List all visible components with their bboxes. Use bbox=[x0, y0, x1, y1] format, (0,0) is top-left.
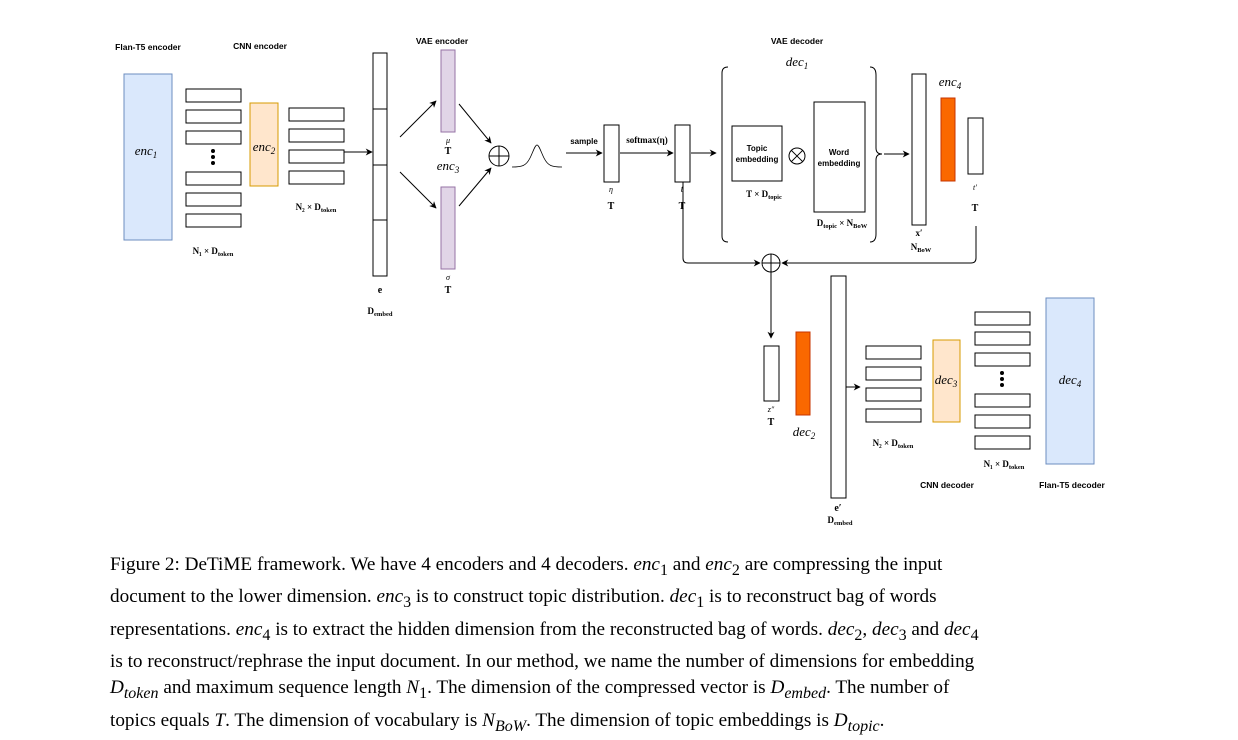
multiply-operator-icon bbox=[788, 147, 806, 165]
label-dtopic-nbow: D bbox=[817, 218, 824, 228]
topic-embedding-block bbox=[731, 125, 783, 182]
svg-text:T × Dtopic: T × Dtopic bbox=[746, 189, 782, 201]
topic-embedding-label-1: Topic bbox=[747, 144, 768, 153]
svg-text:N₂ × Dtoken: N₂ × Dtoken bbox=[873, 438, 914, 450]
label-e: e bbox=[378, 285, 383, 296]
word-embedding-label-2: embedding bbox=[818, 159, 861, 168]
svg-text:NBoW: NBoW bbox=[911, 242, 932, 254]
dec4-label: dec bbox=[1059, 372, 1077, 387]
label-t-t: T bbox=[679, 201, 686, 212]
label-sigma-t: T bbox=[445, 285, 452, 296]
svg-text:enc2: enc2 bbox=[253, 139, 276, 156]
title-vae-encoder: VAE encoder bbox=[416, 36, 469, 46]
topic-embedding-label-2: embedding bbox=[736, 155, 779, 164]
label-z-double-prime: z″ bbox=[767, 405, 775, 414]
dec2-label: dec bbox=[793, 424, 811, 439]
label-n-bow: N bbox=[911, 242, 918, 252]
label-n1-dtoken: N₁ × D bbox=[193, 246, 219, 256]
label-t-prime-t: T bbox=[972, 203, 979, 214]
hidden-vector-t-prime bbox=[967, 117, 984, 175]
svg-text:dec4: dec4 bbox=[1059, 372, 1082, 389]
svg-text:Dembed: Dembed bbox=[368, 306, 393, 318]
label-eta-t: T bbox=[608, 201, 615, 212]
dec1-right-brace bbox=[869, 66, 883, 243]
enc2-block bbox=[249, 102, 279, 187]
enc4-label: enc bbox=[939, 74, 957, 89]
label-eta: η bbox=[609, 185, 613, 194]
svg-text:enc4: enc4 bbox=[939, 74, 962, 91]
encoder-ellipsis-dots bbox=[211, 149, 215, 165]
encoder-token-stack-n1 bbox=[185, 88, 242, 228]
label-mu: μ bbox=[445, 136, 450, 145]
figure-caption: Figure 2: DeTiME framework. We have 4 en… bbox=[110, 554, 979, 735]
label-t-dtopic: T × D bbox=[746, 189, 768, 199]
label-softmax: softmax(η) bbox=[626, 135, 668, 145]
label-d-embed-prime: D bbox=[828, 515, 835, 525]
title-cnn-encoder: CNN encoder bbox=[233, 41, 288, 51]
svg-text:Dembed: Dembed bbox=[828, 515, 853, 527]
eta-vector bbox=[603, 124, 620, 183]
vae-sigma-vector bbox=[440, 186, 456, 270]
label-t: t bbox=[681, 184, 684, 194]
dec3-label: dec bbox=[935, 372, 953, 387]
dec2-block bbox=[795, 331, 811, 416]
label-n1-dtoken-dec: N₁ × D bbox=[984, 459, 1010, 469]
encoder-token-stack-n2 bbox=[288, 107, 345, 185]
z-double-prime-vector bbox=[763, 345, 780, 402]
enc4-block bbox=[940, 97, 956, 182]
word-embedding-label-1: Word bbox=[829, 148, 849, 157]
svg-text:N₂ × Dtoken: N₂ × Dtoken bbox=[296, 202, 337, 214]
label-t-prime: t′ bbox=[973, 183, 977, 192]
topic-distribution-t bbox=[674, 124, 691, 183]
svg-text:enc3: enc3 bbox=[437, 158, 460, 175]
label-n2-dtoken-dec: N₂ × D bbox=[873, 438, 899, 448]
label-x-prime: x′ bbox=[915, 228, 922, 238]
enc3-label: enc bbox=[437, 158, 455, 173]
title-vae-decoder: VAE decoder bbox=[771, 36, 824, 46]
decoder-token-stack-n1 bbox=[974, 311, 1031, 450]
svg-text:dec3: dec3 bbox=[935, 372, 958, 389]
svg-text:N₁ × Dtoken: N₁ × Dtoken bbox=[984, 459, 1025, 471]
label-d-embed: D bbox=[368, 306, 375, 316]
vae-mu-vector bbox=[440, 49, 456, 133]
title-flan-t5-encoder: Flan-T5 encoder bbox=[115, 42, 181, 52]
enc1-label: enc bbox=[135, 143, 153, 158]
label-n2-dtoken: N₂ × D bbox=[296, 202, 322, 212]
detime-diagram: Flan-T5 encoder CNN encoder VAE encoder … bbox=[115, 36, 1105, 527]
svg-text:dec1: dec1 bbox=[786, 54, 809, 71]
label-e-prime: e′ bbox=[834, 503, 841, 514]
title-flan-t5-decoder: Flan-T5 decoder bbox=[1039, 480, 1105, 490]
title-cnn-decoder: CNN decoder bbox=[920, 480, 975, 490]
svg-text:Dtopic × NBoW: Dtopic × NBoW bbox=[817, 218, 868, 230]
bow-reconstruction-x-prime bbox=[911, 73, 927, 226]
enc1-block bbox=[123, 73, 173, 241]
label-sample: sample bbox=[570, 137, 598, 146]
dec4-block bbox=[1045, 297, 1095, 465]
enc2-label: enc bbox=[253, 139, 271, 154]
svg-text:dec2: dec2 bbox=[793, 424, 816, 441]
dec1-label: dec bbox=[786, 54, 804, 69]
svg-text:enc1: enc1 bbox=[135, 143, 158, 160]
dec1-left-brace bbox=[721, 66, 729, 243]
gaussian-curve-icon bbox=[511, 144, 563, 168]
sum-operator-icon bbox=[488, 145, 510, 167]
label-z-t: T bbox=[768, 417, 775, 428]
decoder-ellipsis-dots bbox=[1000, 371, 1004, 387]
merge-sum-operator-icon bbox=[761, 253, 781, 273]
label-mu-t: T bbox=[445, 146, 452, 157]
svg-text:N₁ × Dtoken: N₁ × Dtoken bbox=[193, 246, 234, 258]
label-sigma: σ bbox=[446, 273, 451, 282]
decoder-token-stack-n2 bbox=[865, 345, 922, 423]
dec3-block bbox=[932, 339, 961, 423]
word-embedding-block bbox=[813, 101, 866, 213]
embedding-vector-e-prime bbox=[830, 275, 847, 499]
